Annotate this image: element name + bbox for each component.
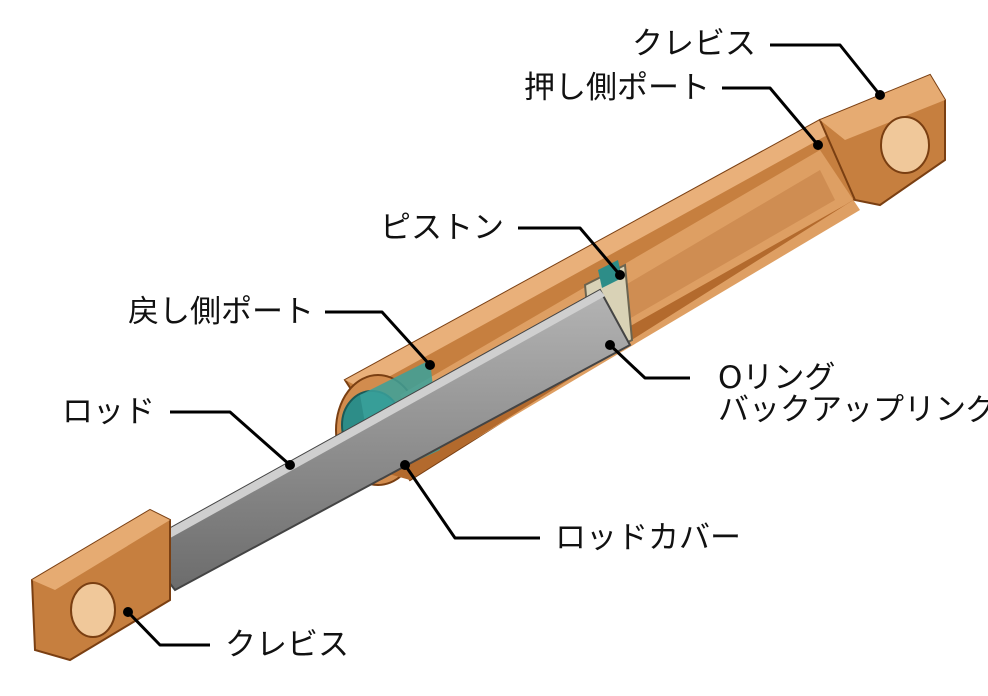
leader-return-port — [325, 310, 432, 367]
leader-clevis-bottom-dot — [123, 607, 133, 617]
label-piston: ピストン — [380, 210, 504, 246]
label-oring: Oリング — [718, 360, 835, 396]
leader-rod-cover — [403, 464, 540, 540]
leader-rod-dot — [285, 460, 295, 470]
leader-clevis-top — [770, 43, 882, 96]
clevis-top-hole — [880, 116, 930, 174]
rod-top-edge — [140, 290, 605, 552]
leader-clevis-top-dot — [875, 90, 885, 100]
leader-rod-cover-dot — [400, 460, 410, 470]
clevis-bottom-part — [30, 508, 171, 662]
label-clevis-top: クレビス — [632, 26, 756, 62]
leader-push-port-dot — [813, 140, 823, 150]
leader-oring-dot — [605, 340, 615, 350]
callout-labels: クレビス 押し側ポート ピストン 戻し側ポート Oリング バックアップリング ロ… — [62, 26, 988, 663]
leader-clevis-bottom — [126, 610, 210, 647]
tube-inner-shadow — [600, 170, 835, 330]
label-backup-ring: バックアップリング — [718, 392, 988, 428]
label-rod-cover: ロッドカバー — [555, 520, 741, 556]
clevis-bottom-face — [32, 510, 170, 590]
leader-push-port — [722, 86, 820, 146]
leader-piston-dot — [615, 270, 625, 280]
clevis-top-face — [820, 75, 945, 140]
tube-top-face — [345, 120, 840, 390]
clevis-top-part — [818, 73, 946, 207]
leader-rod — [170, 410, 291, 467]
label-return-port: 戻し側ポート — [128, 294, 314, 330]
clevis-bottom-hole — [70, 582, 116, 638]
label-rod: ロッド — [62, 394, 155, 430]
leader-lines — [123, 43, 885, 647]
leader-return-port-dot — [425, 360, 435, 370]
piston-oring-top — [598, 260, 622, 288]
leader-piston — [518, 226, 622, 276]
leader-oring — [608, 343, 690, 380]
label-push-port: 押し側ポート — [524, 70, 710, 106]
label-clevis-bottom: クレビス — [225, 627, 349, 663]
